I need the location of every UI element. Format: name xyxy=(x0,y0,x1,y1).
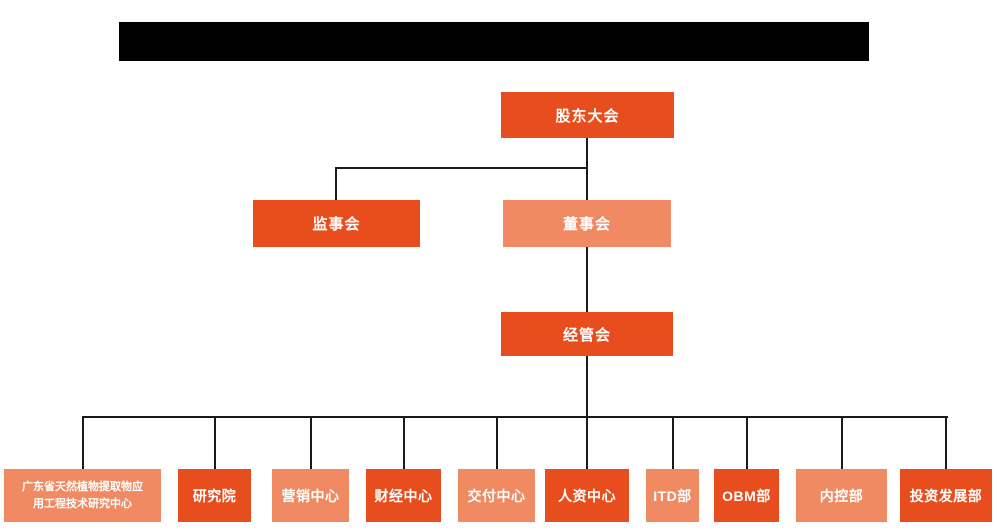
org-node-board-of-directors: 董事会 xyxy=(503,200,671,247)
org-node-research-institute: 研究院 xyxy=(178,469,251,522)
connector-drop-1 xyxy=(82,416,84,470)
org-node-investment-development-department: 投资发展部 xyxy=(900,469,992,522)
connector-drop-8 xyxy=(746,416,748,470)
org-node-supervisory-board: 监事会 xyxy=(253,200,420,247)
connector-drop-4 xyxy=(403,416,405,470)
org-node-internal-control-department: 内控部 xyxy=(796,469,887,522)
connector-horizontal-bus xyxy=(82,416,948,418)
connector-drop-2 xyxy=(214,416,216,470)
connector-drop-6 xyxy=(586,416,588,470)
org-node-delivery-center: 交付中心 xyxy=(458,469,535,522)
org-node-marketing-center: 营销中心 xyxy=(272,469,349,522)
org-node-itd-department: ITD部 xyxy=(646,469,699,522)
org-node-research-center-guangdong: 广东省天然植物提取物应用工程技术研究中心 xyxy=(4,469,161,522)
connector-drop-3 xyxy=(310,416,312,470)
connector-drop-9 xyxy=(841,416,843,470)
org-node-obm-department: OBM部 xyxy=(714,469,779,522)
connector-vertical-to-supervisory xyxy=(335,167,337,200)
org-node-hr-center: 人资中心 xyxy=(545,469,629,522)
connector-drop-7 xyxy=(672,416,674,470)
connector-vertical-board-to-management xyxy=(586,247,588,312)
org-node-shareholders-meeting: 股东大会 xyxy=(501,92,674,138)
connector-horizontal-level2 xyxy=(335,167,588,169)
org-node-finance-center: 财经中心 xyxy=(366,469,441,522)
connector-vertical-shareholders-to-board xyxy=(586,138,588,200)
connector-drop-10 xyxy=(945,416,947,470)
connector-drop-5 xyxy=(496,416,498,470)
redacted-title-bar xyxy=(119,22,869,61)
org-node-management-committee: 经管会 xyxy=(501,312,673,356)
connector-vertical-management-to-bus xyxy=(586,356,588,417)
